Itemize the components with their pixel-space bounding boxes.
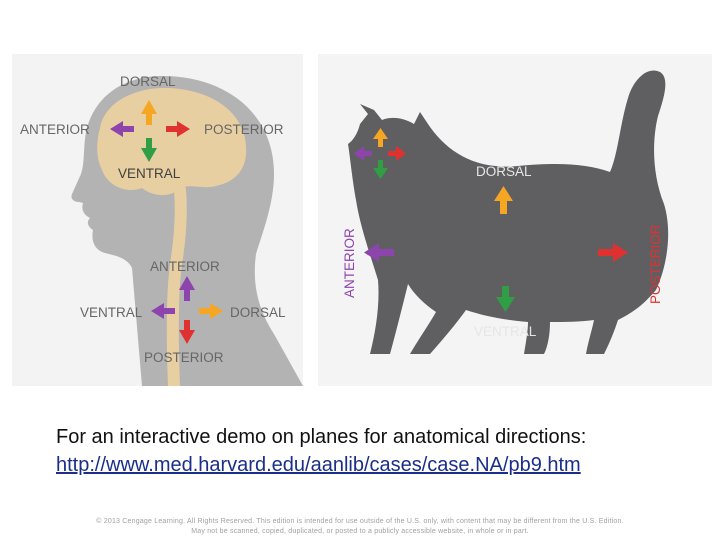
label-anterior-spine: ANTERIOR — [150, 259, 220, 274]
label-anterior: ANTERIOR — [342, 228, 357, 298]
label-dorsal-top: DORSAL — [120, 74, 176, 89]
copyright-line-2: May not be scanned, copied, duplicated, … — [191, 528, 529, 535]
ventral-arrow-spine — [151, 303, 175, 319]
anterior-arrow-head — [110, 121, 134, 137]
label-ventral-brain: VENTRAL — [118, 166, 181, 181]
caption-text: For an interactive demo on planes for an… — [56, 426, 587, 448]
label-posterior: POSTERIOR — [648, 224, 663, 304]
posterior-arrow-body — [598, 243, 628, 262]
anterior-arrow-body — [364, 243, 394, 262]
label-ventral: VENTRAL — [474, 324, 537, 339]
label-anterior-left: ANTERIOR — [20, 122, 90, 137]
ventral-arrow-head — [141, 138, 157, 162]
human-head-diagram: DORSAL ANTERIOR POSTERIOR VENTRAL ANTERI… — [12, 54, 303, 392]
ventral-arrow-body — [496, 286, 515, 312]
anterior-arrow-spine — [179, 276, 195, 301]
copyright-footer: © 2013 Cengage Learning. All Rights Rese… — [60, 517, 660, 537]
dorsal-arrow-body — [494, 186, 513, 214]
spinal-cord — [166, 184, 187, 392]
copyright-line-1: © 2013 Cengage Learning. All Rights Rese… — [96, 518, 624, 525]
dorsal-arrow-spine — [199, 303, 223, 319]
ventral-arrow-head — [373, 160, 388, 179]
dorsal-arrow-head — [141, 100, 157, 125]
caption: For an interactive demo on planes for an… — [56, 423, 706, 479]
cat-diagram: DORSAL ANTERIOR POSTERIOR VENTRAL — [318, 54, 712, 386]
label-dorsal: DORSAL — [476, 164, 532, 179]
anterior-arrow-head — [354, 146, 372, 161]
cat-figure: DORSAL ANTERIOR POSTERIOR VENTRAL — [342, 70, 669, 354]
human-head-figure: DORSAL ANTERIOR POSTERIOR VENTRAL ANTERI… — [20, 74, 303, 392]
dorsal-arrow-head — [373, 128, 388, 147]
label-dorsal-spine: DORSAL — [230, 305, 286, 320]
demo-link[interactable]: http://www.med.harvard.edu/aanlib/cases/… — [56, 454, 581, 476]
posterior-arrow-head — [388, 146, 406, 161]
posterior-arrow-head — [166, 121, 190, 137]
label-ventral-spine: VENTRAL — [80, 305, 143, 320]
label-posterior-right: POSTERIOR — [204, 122, 284, 137]
brain-shape — [97, 88, 247, 196]
label-posterior-bottom: POSTERIOR — [144, 350, 224, 365]
cat-silhouette — [348, 70, 669, 354]
posterior-arrow-spine — [179, 320, 195, 344]
